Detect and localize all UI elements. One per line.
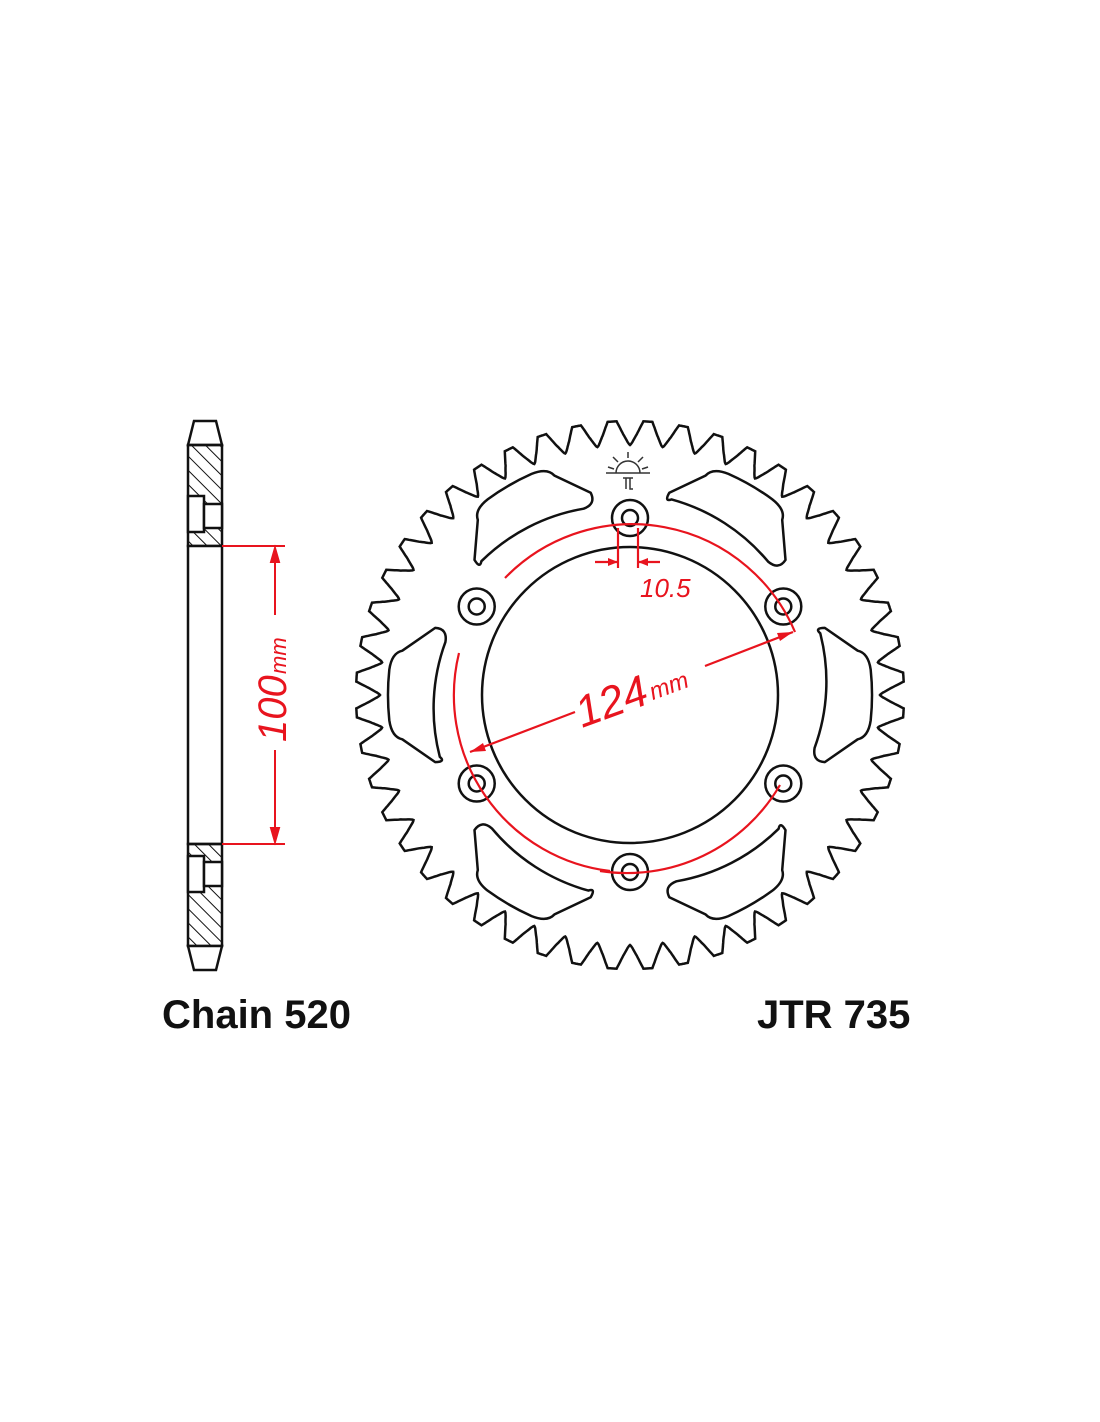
side-bottom-tooth <box>186 944 224 972</box>
chain-label: Chain 520 <box>162 993 351 1037</box>
part-number-label: JTR 735 <box>757 993 910 1037</box>
hub-diameter-value: 100 <box>251 675 295 742</box>
lightening-slot <box>386 626 447 764</box>
side-bottom-bolt-recess <box>186 854 206 894</box>
bolt-hole <box>467 597 486 616</box>
bolt-hole-dimension: 10.5 <box>640 573 691 603</box>
lightening-slot <box>665 469 787 567</box>
bolt-hole <box>764 764 803 803</box>
bolt-hole <box>764 587 803 626</box>
lightening-slot <box>473 823 595 921</box>
pcd-unit: mm <box>646 667 693 706</box>
center-bore <box>480 545 780 845</box>
bolt-hole <box>620 508 640 528</box>
sprocket-teeth-outline <box>354 419 906 971</box>
side-top-tooth <box>186 419 224 447</box>
pcd-arc-left <box>452 652 611 873</box>
lightening-slot <box>813 626 874 764</box>
bolt-hole <box>774 597 793 616</box>
side-view <box>186 419 224 972</box>
hub-diameter-unit: mm <box>266 637 291 674</box>
pcd-dimension <box>452 523 797 875</box>
lightening-slot <box>473 469 594 567</box>
bolt-hole <box>457 764 496 803</box>
jt-logo <box>606 452 650 490</box>
pcd-value: 124 <box>569 666 655 737</box>
side-top-bolt-recess <box>186 494 206 534</box>
lightening-slot <box>666 823 787 921</box>
bolt-hole <box>467 774 486 793</box>
hub-dimension <box>222 544 285 846</box>
bolt-hole <box>457 587 496 626</box>
bolt-hole <box>610 498 650 538</box>
pcd-arc-right <box>504 523 797 633</box>
bolt-hole <box>774 774 793 793</box>
side-hub <box>186 544 224 846</box>
front-view <box>354 419 906 971</box>
